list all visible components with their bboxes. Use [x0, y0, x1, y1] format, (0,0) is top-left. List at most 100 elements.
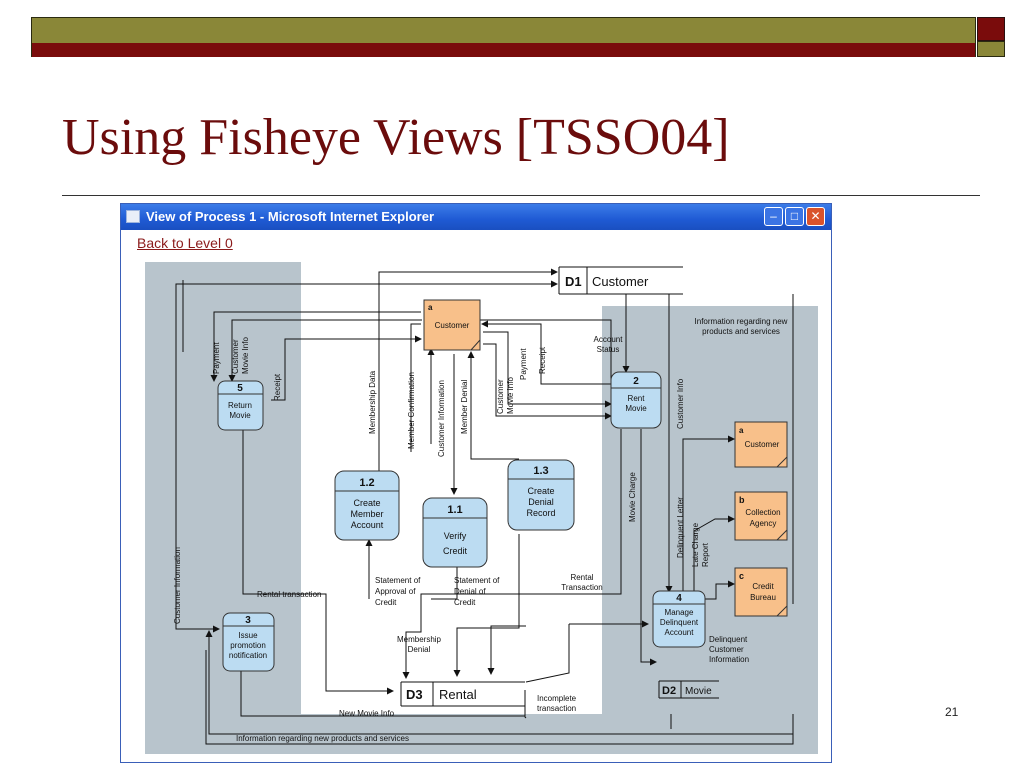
store-id: D3	[406, 687, 423, 702]
flow-label: Movie Charge	[628, 472, 637, 522]
process-name-line: Account	[351, 520, 384, 530]
flow-label: Denial	[408, 645, 431, 654]
entity-collection-agency[interactable]: b Collection Agency	[734, 491, 788, 541]
process-name-line: Credit	[443, 546, 468, 556]
flow-label: Customer Information	[173, 547, 182, 624]
flow-line	[228, 319, 422, 382]
process-2[interactable]: 2 Rent Movie	[610, 371, 662, 429]
flow-label: Incomplete	[537, 694, 577, 703]
flow-label: Customer Info	[676, 378, 685, 429]
entity-letter: a	[739, 426, 744, 435]
data-flow-diagram: D1 Customer D3 Rental D2 Movie a Custome	[145, 262, 818, 754]
store-name: Customer	[592, 274, 649, 289]
flow-label: Customer	[231, 339, 240, 374]
process-name-line: Denial	[528, 497, 554, 507]
process-name-line: Record	[526, 508, 555, 518]
flow-label: Movie Info	[506, 377, 515, 414]
flow-line	[378, 268, 558, 474]
flow-label: Payment	[212, 342, 221, 374]
flow-label: New Movie Info	[339, 709, 395, 718]
top-bar-red-band	[32, 43, 975, 57]
top-decorative-bar	[31, 17, 976, 57]
flow-label: Statement of	[375, 576, 421, 585]
flow-label: Receipt	[273, 373, 282, 401]
flow-label: Approval of	[375, 587, 416, 596]
data-store-d2: D2 Movie	[658, 680, 719, 699]
entity-credit-bureau[interactable]: c Credit Bureau	[734, 567, 788, 617]
flow-label: Customer Information	[437, 380, 446, 457]
process-3[interactable]: 3 Issue promotion notification	[222, 612, 275, 672]
flow-label: Customer	[496, 379, 505, 414]
entity-customer-right[interactable]: a Customer	[734, 421, 788, 468]
flow-label: Information regarding new	[695, 317, 788, 326]
flow-line	[483, 331, 612, 408]
minimize-button[interactable]: –	[764, 207, 783, 226]
entity-letter: b	[739, 495, 745, 505]
maximize-icon: □	[790, 209, 799, 223]
flow-label: Membership Data	[368, 370, 377, 434]
process-5[interactable]: 5 Return Movie	[217, 380, 264, 431]
store-name: Movie	[685, 686, 712, 697]
entity-name: Customer	[745, 440, 780, 449]
flow-label: Movie Info	[241, 337, 250, 374]
flow-label: Rental	[570, 573, 593, 582]
flow-line	[525, 624, 570, 683]
left-shaded-panel	[145, 262, 301, 754]
process-name-line: promotion	[230, 641, 266, 650]
process-number: 3	[245, 615, 251, 626]
close-button[interactable]: ✕	[806, 207, 825, 226]
entity-name-line: Collection	[745, 508, 780, 517]
entity-name-line: Agency	[750, 519, 777, 528]
process-name-line: Return	[228, 401, 252, 410]
flow-line	[402, 429, 622, 679]
flow-label: products and services	[702, 327, 780, 336]
flow-line	[693, 515, 735, 594]
flow-label: Member Confirmation	[407, 372, 416, 449]
data-store-d1: D1 Customer	[558, 266, 683, 295]
process-name-line: Movie	[625, 404, 647, 413]
flow-line	[480, 319, 612, 399]
corner-square-top	[977, 17, 1005, 41]
process-1-1[interactable]: 1.1 Verify Credit	[422, 497, 488, 568]
flow-label: Credit	[375, 598, 397, 607]
store-id: D2	[662, 685, 676, 697]
process-name-line: Manage	[665, 608, 694, 617]
flow-line	[704, 580, 735, 600]
flow-label: Credit	[454, 598, 476, 607]
flow-line	[640, 429, 657, 666]
flow-line	[682, 435, 735, 594]
flow-label: Payment	[519, 348, 528, 380]
process-4[interactable]: 4 Manage Delinquent Account	[652, 590, 706, 648]
process-1-3[interactable]: 1.3 Create Denial Record	[507, 459, 575, 531]
flow-label: transaction	[537, 704, 576, 713]
page-number: 21	[945, 705, 959, 719]
close-icon: ✕	[810, 209, 821, 223]
process-name-line: Create	[527, 486, 554, 496]
flow-line	[242, 429, 394, 695]
entity-letter: c	[739, 571, 744, 581]
process-name-line: Issue	[238, 631, 258, 640]
browser-titlebar[interactable]: View of Process 1 - Microsoft Internet E…	[121, 204, 831, 230]
browser-window: View of Process 1 - Microsoft Internet E…	[120, 203, 832, 763]
entity-name: Customer	[435, 321, 470, 330]
flow-label: Rental transaction	[257, 590, 321, 599]
flow-line	[431, 564, 458, 600]
process-number: 2	[633, 376, 639, 387]
flow-line	[453, 534, 520, 677]
flow-line	[210, 311, 421, 382]
flow-line	[483, 343, 612, 420]
slide-title: Using Fisheye Views [TSSO04]	[62, 109, 730, 166]
minimize-icon: –	[770, 209, 777, 223]
entity-letter: a	[428, 303, 433, 312]
back-to-level-0-link[interactable]: Back to Level 0	[137, 235, 233, 251]
flow-label: Receipt	[538, 346, 547, 374]
browser-title: View of Process 1 - Microsoft Internet E…	[146, 209, 435, 224]
flow-line	[487, 625, 526, 675]
maximize-button[interactable]: □	[785, 207, 804, 226]
flow-label: Report	[701, 542, 710, 567]
entity-name-line: Bureau	[750, 593, 776, 602]
process-number: 1.3	[533, 465, 548, 477]
data-store-d3: D3 Rental	[400, 681, 525, 707]
process-1-2[interactable]: 1.2 Create Member Account	[334, 470, 400, 541]
entity-customer-top[interactable]: a Customer	[423, 299, 481, 351]
